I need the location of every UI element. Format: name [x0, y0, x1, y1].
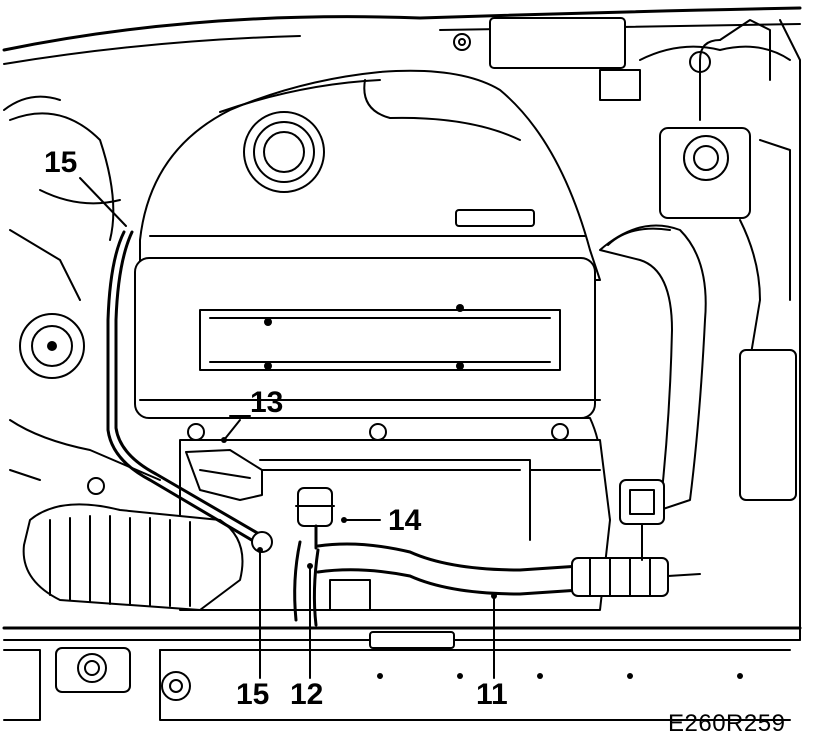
- engine-block: [179, 439, 611, 611]
- valve-14: [295, 487, 335, 550]
- callout-12: 12: [290, 678, 324, 711]
- callout-15-bottom: 15: [236, 678, 270, 711]
- bracket-13: [185, 449, 263, 501]
- callout-15-top: 15: [44, 146, 78, 179]
- figure-id: E260R259: [668, 710, 786, 737]
- left-intake: [9, 112, 244, 611]
- sensor-right: [619, 479, 665, 561]
- front-panel: [2, 626, 802, 721]
- air-duct: [599, 224, 707, 511]
- top-components: [453, 17, 791, 101]
- leader-lines: [79, 177, 497, 679]
- callout-13: 13: [250, 386, 284, 419]
- callout-14: 14: [388, 504, 422, 537]
- hose-12: [293, 540, 320, 627]
- ignition-bolts: [187, 423, 569, 441]
- coolant-reservoir: [659, 39, 797, 501]
- hose-11: [316, 542, 701, 597]
- valve-cover: [134, 257, 601, 461]
- engine-cover: [139, 69, 601, 281]
- callout-11: 11: [476, 678, 508, 711]
